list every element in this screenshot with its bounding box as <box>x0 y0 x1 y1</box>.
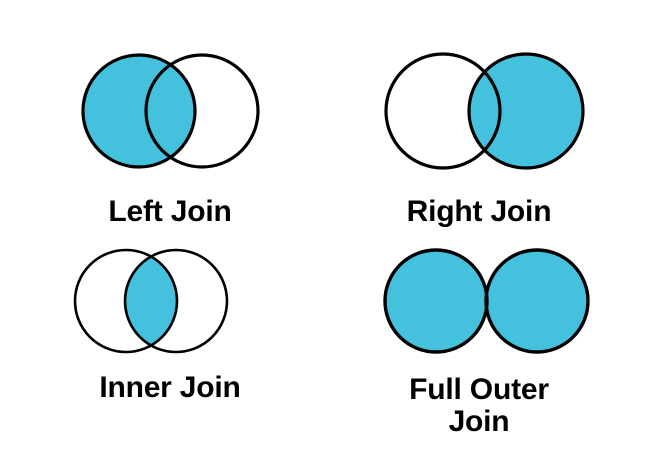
join-cell-inner-join: Inner Join <box>20 243 320 404</box>
join-cell-left-join: Left Join <box>20 46 320 228</box>
venn-full-outer-join <box>383 248 590 354</box>
join-label-left-join: Left Join <box>108 195 232 228</box>
left-circle-full-outer-join <box>385 250 487 352</box>
left-circle-outline-inner-join <box>73 248 179 354</box>
venn-right-join <box>384 52 585 170</box>
right-circle-outline-inner-join <box>123 248 229 354</box>
right-circle-full-outer-join <box>486 250 588 352</box>
venn-inner-join <box>73 248 229 354</box>
venn-left-join <box>81 53 260 169</box>
right-circle-outline-full-outer-join <box>484 248 590 354</box>
join-label-inner-join: Inner Join <box>99 371 241 404</box>
overlap-region-left-join <box>146 55 195 167</box>
right-circle-outline-left-join <box>144 53 260 169</box>
join-label-right-join: Right Join <box>406 195 552 228</box>
join-label-full-outer-join: Full Outer Join <box>409 373 549 439</box>
right-circle-outline-right-join <box>467 52 585 170</box>
left-circle-right-join <box>386 54 500 168</box>
right-circle-right-join <box>469 54 583 168</box>
left-circle-outline-left-join <box>81 53 197 169</box>
join-cell-right-join: Right Join <box>324 46 634 228</box>
left-circle-outline-right-join <box>384 52 502 170</box>
join-cell-full-outer-join: Full Outer Join <box>324 240 634 438</box>
